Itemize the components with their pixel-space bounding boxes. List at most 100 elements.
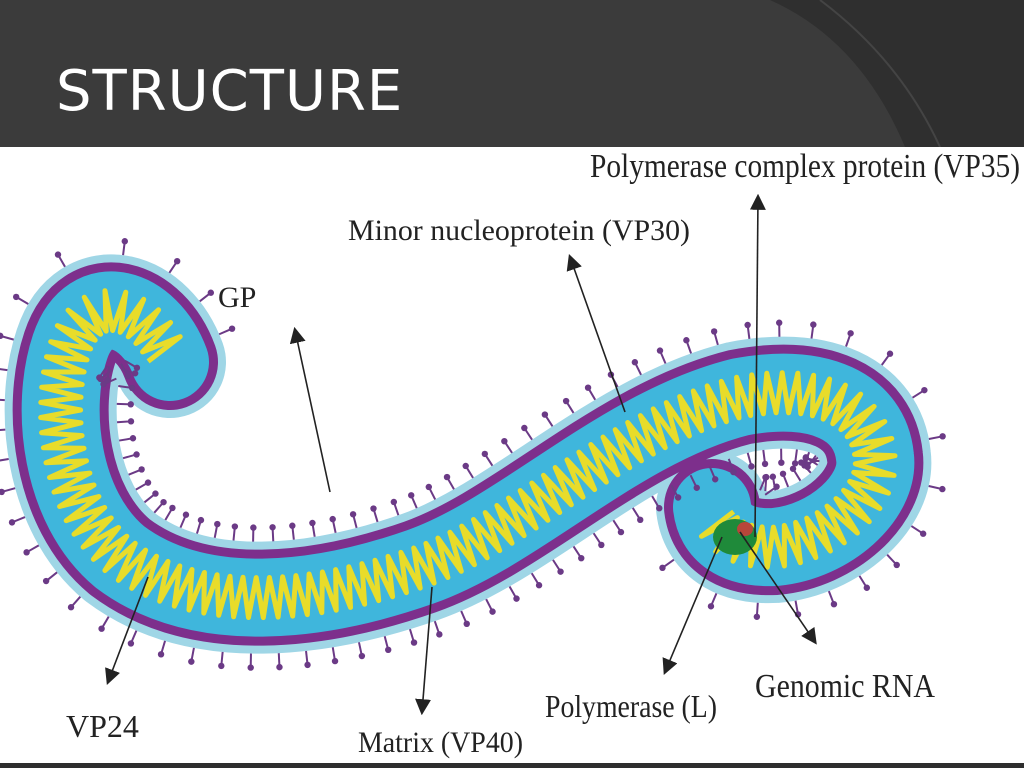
polymerase-pointer <box>662 536 723 675</box>
glycoprotein-spike-head-77 <box>584 384 592 391</box>
glycoprotein-spike-head-11 <box>133 364 141 371</box>
glycoprotein-spike-head-64 <box>535 582 543 589</box>
glycoprotein-spike-head-28 <box>42 577 50 585</box>
label-gp: GP <box>218 281 256 314</box>
glycoprotein-spike-head-53 <box>349 511 357 518</box>
glycoprotein-spike-head-5 <box>96 374 103 381</box>
glycoprotein-spike-head-42 <box>247 664 254 671</box>
label-vp35: Polymerase complex protein (VP35) <box>590 148 1020 185</box>
glycoprotein-spike-head-73 <box>541 411 549 418</box>
glycoprotein-spike-head-22 <box>0 488 5 496</box>
glycoprotein-spike-head-107 <box>893 561 900 569</box>
label-vp24: VP24 <box>66 708 139 744</box>
glycoprotein-spikes <box>0 238 946 671</box>
glycoprotein-spike-head-25 <box>138 466 145 473</box>
ebola-structure-figure: Polymerase complex protein (VP35) Minor … <box>0 147 1024 763</box>
glycoprotein-spike-head-33 <box>169 504 176 512</box>
glycoprotein-spike-head-91 <box>775 319 783 326</box>
glycoprotein-spike-head-117 <box>707 603 715 610</box>
label-vp30: Minor nucleoprotein (VP30) <box>348 214 690 247</box>
glycoprotein-spike-head-118 <box>773 483 780 490</box>
glycoprotein-spike-head-40 <box>218 662 225 670</box>
genomic-rna-pointer <box>739 531 817 645</box>
label-genomic-rna: Genomic RNA <box>755 668 935 705</box>
glycoprotein-spike-head-15 <box>128 384 136 392</box>
vp30-pointer <box>566 253 626 413</box>
glycoprotein-spike-head-76 <box>656 505 663 512</box>
glycoprotein-spike-head-38 <box>188 658 195 665</box>
glycoprotein-spike-head-54 <box>410 639 418 646</box>
glycoprotein-spike-head-23 <box>133 451 140 458</box>
glycoprotein-spike-head-30 <box>67 604 75 611</box>
glycoprotein-spike-head-86 <box>748 463 755 470</box>
nucleocapsid-coil <box>38 288 898 621</box>
glycoprotein-spike-head-9 <box>124 372 132 380</box>
glycoprotein-spike-head-0 <box>228 325 236 332</box>
glycoprotein-spike-head-37 <box>197 516 205 524</box>
glycoprotein-spike-head-95 <box>847 330 854 337</box>
glycoprotein-spike-head-62 <box>513 595 520 602</box>
glycoprotein-spike-head-105 <box>919 530 927 537</box>
vp35-pointer <box>749 193 766 538</box>
glycoprotein-spike-head-104 <box>802 454 810 461</box>
glycoprotein-spike-head-2 <box>207 289 215 296</box>
glycoprotein-spike-head-83 <box>656 347 664 354</box>
glycoprotein-spike-head-48 <box>331 657 339 665</box>
vp24-pointer <box>105 576 149 685</box>
glycoprotein-spike-head-1 <box>100 380 107 388</box>
glycoprotein-spike-head-90 <box>778 459 785 466</box>
glycoprotein-spike-head-21 <box>129 435 137 442</box>
label-pointers <box>105 193 817 716</box>
glycoprotein-spike-head-47 <box>289 522 296 529</box>
glycoprotein-spike-head-60 <box>489 608 496 615</box>
glycoprotein-spike-head-67 <box>481 450 489 458</box>
glycoprotein-spike-head-103 <box>939 485 946 493</box>
glycoprotein-spike-head-34 <box>127 640 135 647</box>
header-swoosh-decoration <box>770 0 1024 147</box>
glycoprotein-spike-head-80 <box>693 484 700 491</box>
glycoprotein-spike-head-110 <box>779 470 787 477</box>
glycoprotein-spike-head-85 <box>683 337 690 344</box>
glycoprotein-spike-head-51 <box>329 515 336 523</box>
glycoprotein-spike-head-45 <box>269 524 276 531</box>
glycoprotein-spike-head-70 <box>598 541 605 549</box>
glycoprotein-spike-head-12 <box>0 332 4 340</box>
glycoprotein-spike-head-10 <box>12 293 20 301</box>
glycoprotein-spike-head-46 <box>304 661 311 669</box>
glycoprotein-spike-head-52 <box>385 646 392 654</box>
glycoprotein-spike-head-97 <box>886 350 894 357</box>
glycoprotein-spike-head-17 <box>127 401 134 408</box>
glycoprotein-spike-head-36 <box>157 651 165 658</box>
glycoprotein-spike-head-29 <box>152 490 159 497</box>
virion-diagram: Polymerase complex protein (VP35) Minor … <box>0 148 1020 759</box>
slide-header: STRUCTURE <box>0 0 1024 147</box>
glycoprotein-spike-head-19 <box>127 418 135 425</box>
label-polymerase: Polymerase (L) <box>545 688 717 724</box>
glycoprotein-spike-head-99 <box>921 386 928 394</box>
matrix-pointer <box>415 586 433 716</box>
glycoprotein-spike-head-43 <box>250 524 257 531</box>
glycoprotein-spike-head-55 <box>370 505 377 512</box>
glycoprotein-spike-head-115 <box>753 613 761 620</box>
glycoprotein-spike-head-27 <box>144 479 152 486</box>
glycoprotein-spike-head-24 <box>8 519 16 526</box>
glycoprotein-spike-head-26 <box>23 549 30 556</box>
glycoprotein-spike-head-32 <box>98 625 105 632</box>
glycoprotein-spike-head-41 <box>231 523 239 530</box>
glycoprotein-spike-head-8 <box>54 251 62 258</box>
glycoprotein-spike-head-101 <box>939 433 946 440</box>
glycoprotein-spike-head-61 <box>425 483 433 491</box>
polymerase-complex <box>713 519 757 555</box>
glycoprotein-spike-head-81 <box>631 359 639 366</box>
glycoprotein-spike-head-72 <box>617 528 625 536</box>
glycoprotein-spike-head-119 <box>659 564 666 572</box>
glycoprotein-spike-head-4 <box>173 257 181 265</box>
glycoprotein-spike-18 <box>0 428 6 431</box>
gp-pointer <box>289 326 331 493</box>
label-matrix: Matrix (VP40) <box>358 726 523 759</box>
glycoprotein-spike-head-50 <box>358 652 366 660</box>
glycoprotein-spike-head-75 <box>562 397 570 405</box>
glycoprotein-spike-head-7 <box>104 376 111 384</box>
glycoprotein-spike-head-69 <box>501 437 508 445</box>
glycoprotein-spike-head-116 <box>762 474 769 481</box>
